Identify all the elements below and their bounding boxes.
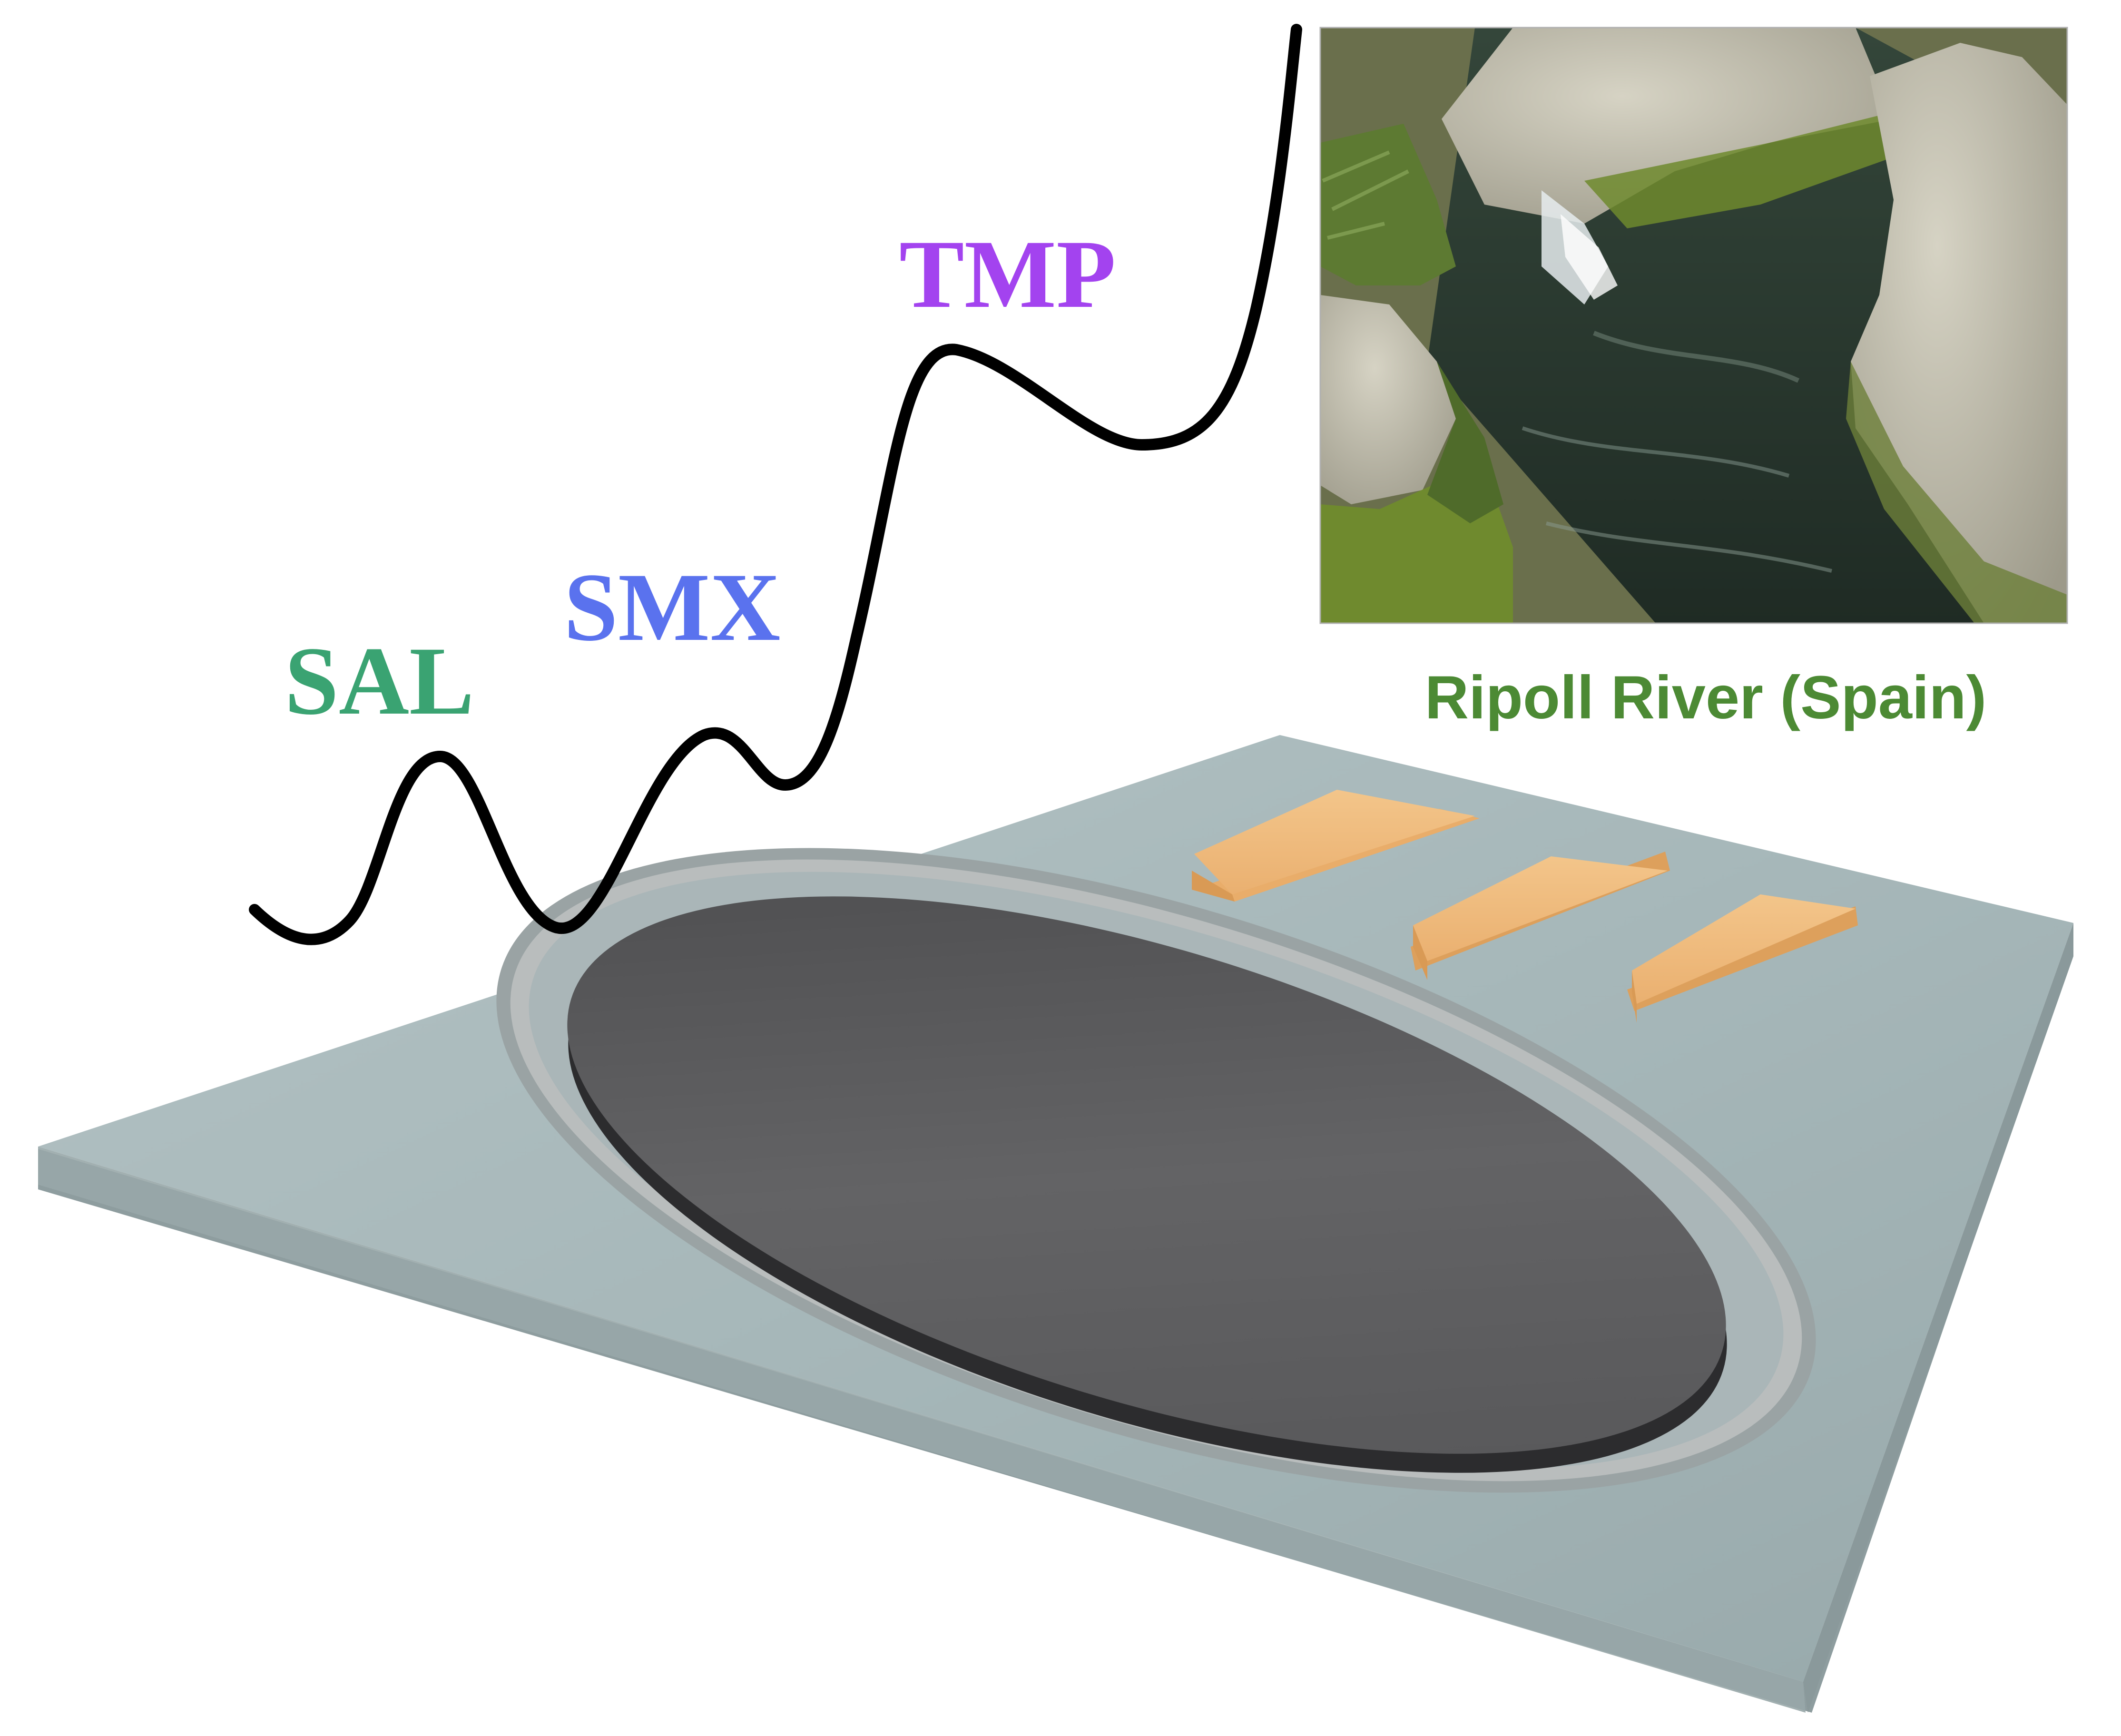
peak-label-2: SMX — [564, 553, 781, 661]
contact-pad — [1627, 894, 1858, 1023]
photo-frame — [1319, 27, 2068, 624]
contact-pad — [1192, 790, 1480, 902]
substrate-right-edge — [1803, 923, 2073, 1713]
working-electrode-disk — [567, 896, 1727, 1473]
voltammetry-curve — [249, 24, 1302, 945]
contact-pads — [1192, 790, 1858, 1023]
river-photo — [1320, 28, 2067, 623]
photo-caption: Ripoll River (Spain) — [1425, 664, 1987, 732]
contact-pad — [1411, 852, 1670, 980]
substrate-front-edge — [38, 1147, 1806, 1713]
peak-label-3: TMP — [899, 220, 1116, 328]
peak-label-1: SAL — [285, 627, 474, 735]
